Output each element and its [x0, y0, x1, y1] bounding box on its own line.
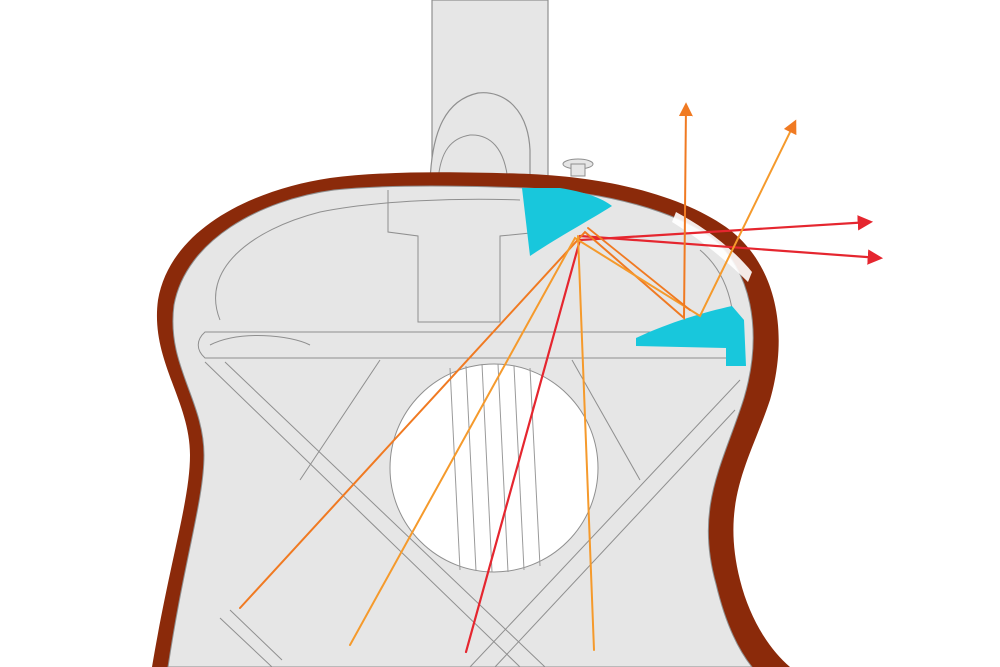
strings: [449, 363, 541, 573]
reflector-upper: [522, 188, 612, 256]
guitar-neck: [429, 0, 549, 183]
strap-button-icon: [562, 158, 594, 177]
ray-red-2: [578, 234, 884, 265]
ray-orange-4: [587, 227, 691, 311]
soundhole: [389, 363, 599, 573]
neck-heel: [429, 92, 531, 183]
rim-slot: [672, 212, 752, 282]
ray-orange-2: [349, 119, 797, 646]
reflector-lower: [636, 306, 746, 366]
ray-orange-3: [577, 235, 595, 651]
rays: [239, 102, 884, 654]
